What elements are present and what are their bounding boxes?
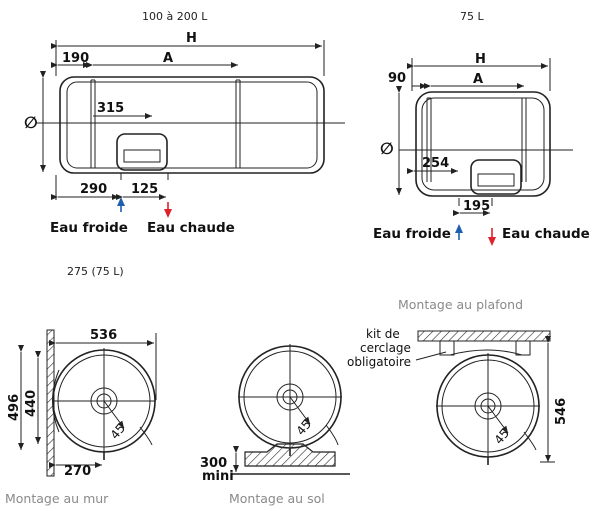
floor-mount-drawing: 300 mini 45 bbox=[200, 344, 350, 484]
ceiling bbox=[417, 330, 551, 342]
small-dim-254: 254 bbox=[422, 156, 449, 171]
ceiling-mount-drawing: kit de cerclage obligatoire 546 45 bbox=[347, 327, 569, 465]
caption-ceiling-mount: Montage au plafond bbox=[398, 297, 524, 312]
floor-dim-300: 300 bbox=[200, 456, 227, 471]
ceiling-dim-45: 45 bbox=[492, 426, 513, 447]
large-dim-H: H bbox=[186, 31, 197, 46]
wall-dim-270: 270 bbox=[64, 464, 91, 479]
small-hot-label: Eau chaude bbox=[502, 226, 590, 242]
large-dim-315: 315 bbox=[97, 101, 124, 116]
small-dim-195: 195 bbox=[463, 199, 490, 214]
large-hot-label: Eau chaude bbox=[147, 220, 235, 236]
large-tank-bracket-left bbox=[90, 79, 96, 168]
large-dim-A: A bbox=[163, 51, 173, 66]
wall-dim-45: 45 bbox=[108, 421, 129, 442]
ceiling-kit-3: obligatoire bbox=[347, 355, 411, 369]
small-dim-diameter: ∅ bbox=[380, 139, 394, 158]
large-dim-290: 290 bbox=[80, 182, 107, 197]
caption-floor-mount: Montage au sol bbox=[229, 491, 325, 506]
caption-small-tank: 75 L bbox=[460, 10, 484, 23]
large-tank-body bbox=[59, 76, 325, 174]
ceiling-kit-2: cerclage bbox=[360, 341, 411, 355]
large-dim-125: 125 bbox=[131, 182, 158, 197]
large-tank-bracket-right bbox=[235, 79, 241, 168]
floor-dim-mini: mini bbox=[202, 469, 234, 484]
caption-mid-note: 275 (75 L) bbox=[67, 265, 124, 278]
wall-dim-440: 440 bbox=[24, 390, 39, 417]
wall-dim-536: 536 bbox=[90, 328, 117, 343]
large-tank-control-box bbox=[116, 133, 168, 171]
small-tank-drawing: H 90 A ∅ 254 195 Eau froide Eau chaude bbox=[373, 52, 590, 246]
large-tank-drawing: H 190 A 315 ∅ 290 125 Eau froide Eau cha… bbox=[24, 31, 345, 236]
ceiling-dim-546: 546 bbox=[554, 398, 569, 425]
small-dim-90: 90 bbox=[388, 71, 406, 86]
large-dim-diameter: ∅ bbox=[24, 113, 38, 132]
wall-dim-496: 496 bbox=[7, 394, 22, 421]
large-cold-label: Eau froide bbox=[50, 220, 128, 236]
small-tank-control-box bbox=[470, 159, 522, 195]
small-tank-body bbox=[415, 91, 551, 197]
small-cold-label: Eau froide bbox=[373, 226, 451, 242]
caption-large-tank: 100 à 200 L bbox=[142, 10, 208, 23]
floor-dim-45: 45 bbox=[294, 417, 315, 438]
caption-wall-mount: Montage au mur bbox=[5, 491, 109, 506]
wall-mount-drawing: 536 496 440 270 45 bbox=[7, 328, 157, 479]
small-dim-H: H bbox=[475, 52, 486, 67]
small-dim-A: A bbox=[473, 72, 483, 87]
large-tank-inner bbox=[66, 81, 318, 169]
ceiling-kit-1: kit de bbox=[366, 327, 400, 341]
large-dim-190: 190 bbox=[62, 51, 89, 66]
